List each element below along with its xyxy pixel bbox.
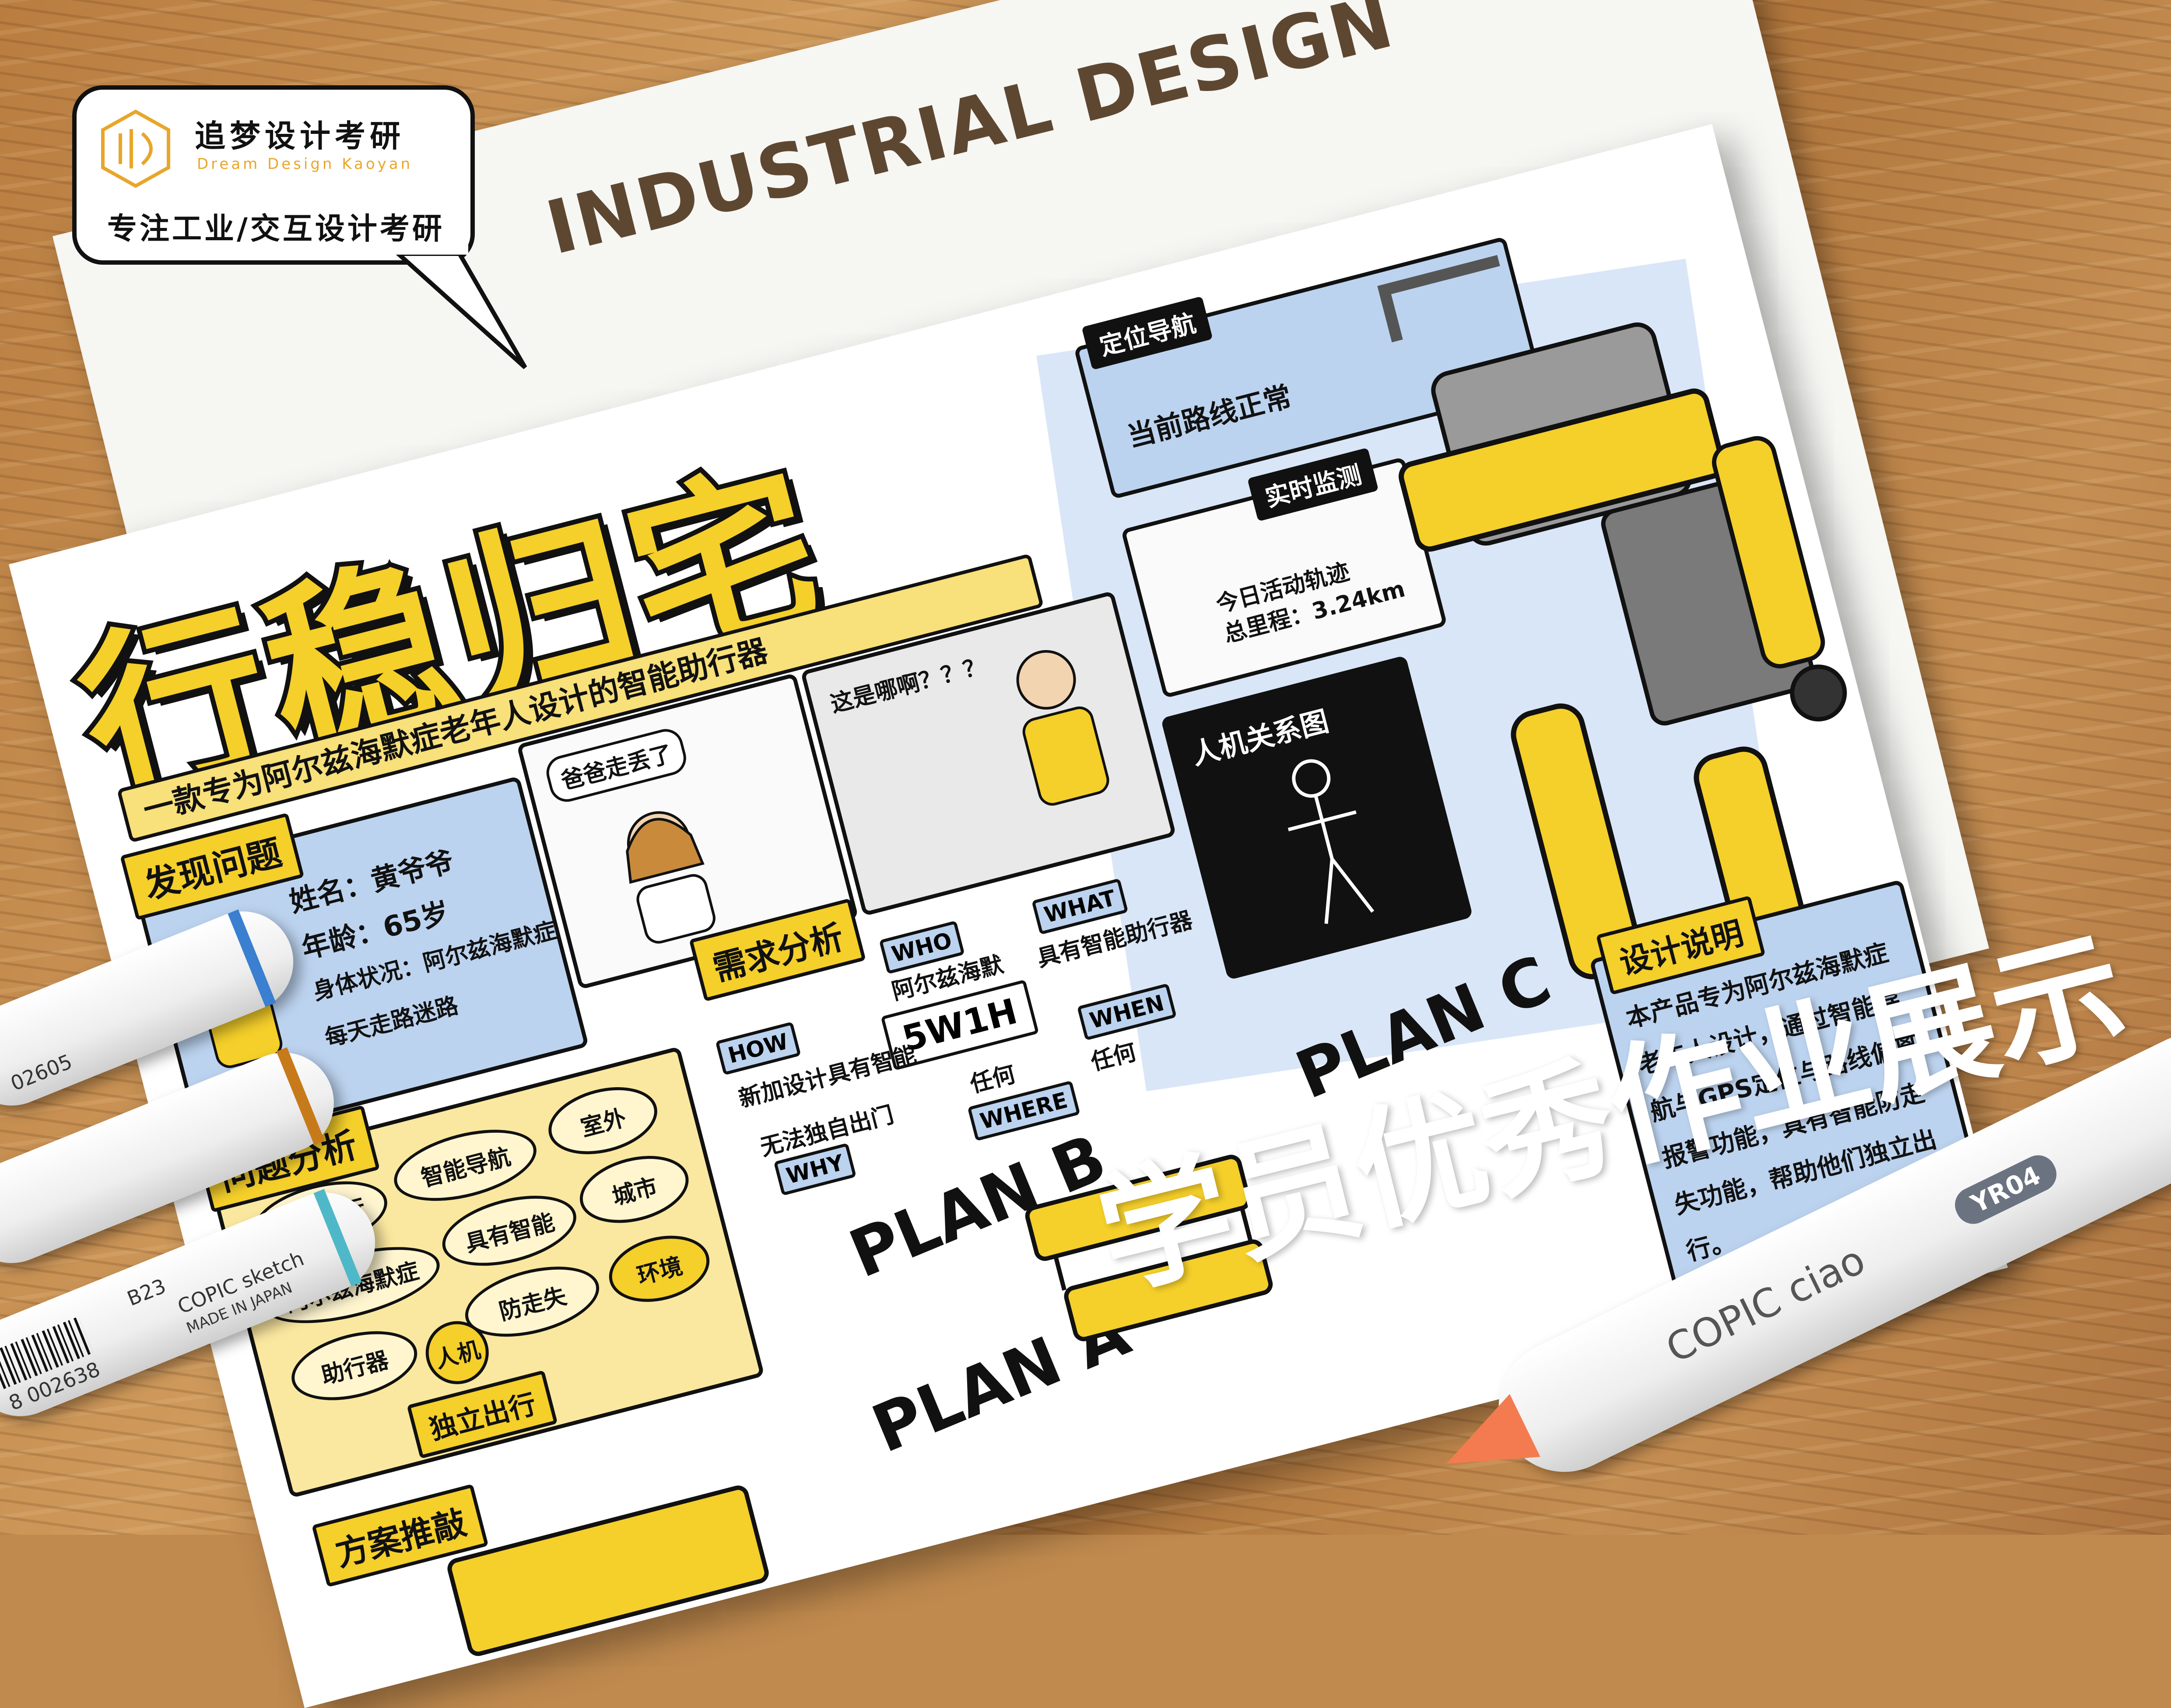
comic-panel-1: 爸爸走丢了 xyxy=(516,672,859,990)
speech-bubble-tail xyxy=(394,245,527,369)
navigation-heading: 定位导航 xyxy=(1081,296,1213,370)
ergonomic-figure xyxy=(1287,759,1375,924)
interaction-panel: 人机关系图 xyxy=(1161,655,1473,980)
five-w-when-text: 任何 xyxy=(1088,1039,1139,1076)
comic-panel-2: 这是哪啊？？？ xyxy=(800,591,1177,917)
comic-speech-1: 这是哪啊？？？ xyxy=(828,652,989,718)
plan-a-sketch xyxy=(447,1485,769,1656)
logo-name-en: Dream Design Kaoyan xyxy=(197,155,413,173)
design-poster-sheet: 行稳归宅 一款专为阿尔兹海默症老年人设计的智能助行器 发现问题 姓名：黄爷爷 年… xyxy=(9,124,2008,1708)
keyword-bubble: 城市 xyxy=(572,1145,696,1234)
keyword-bubble: 助行器 xyxy=(284,1319,425,1413)
route-status: 当前路线正常 xyxy=(1124,380,1295,454)
comic-speech-2: 爸爸走丢了 xyxy=(542,725,690,806)
lost-grandpa-illustration xyxy=(1016,650,1109,806)
analysis-conclusion: 独立出行 xyxy=(407,1370,558,1459)
plan-b-sketch xyxy=(1025,1155,1273,1341)
keyword-bubble: 室外 xyxy=(541,1076,665,1166)
logo-speech-bubble: 追梦设计考研 Dream Design Kaoyan 专注工业/交互设计考研 xyxy=(72,85,475,265)
logo-name-cn: 追梦设计考研 xyxy=(195,118,405,154)
marker-color-band xyxy=(313,1189,362,1287)
daughter-illustration xyxy=(626,811,715,944)
logo-slogan: 专注工业/交互设计考研 xyxy=(107,212,445,246)
copic-ciao-code: YR04 xyxy=(1949,1149,2063,1230)
dream-design-logo-icon xyxy=(101,109,170,188)
five-w-where-text: 任何 xyxy=(967,1061,1018,1098)
five-w-when: WHEN xyxy=(1077,983,1177,1041)
marker-color-band xyxy=(228,909,276,1007)
keyword-bubble: 环境 xyxy=(602,1225,717,1312)
marker-model: B23 xyxy=(123,1274,169,1311)
